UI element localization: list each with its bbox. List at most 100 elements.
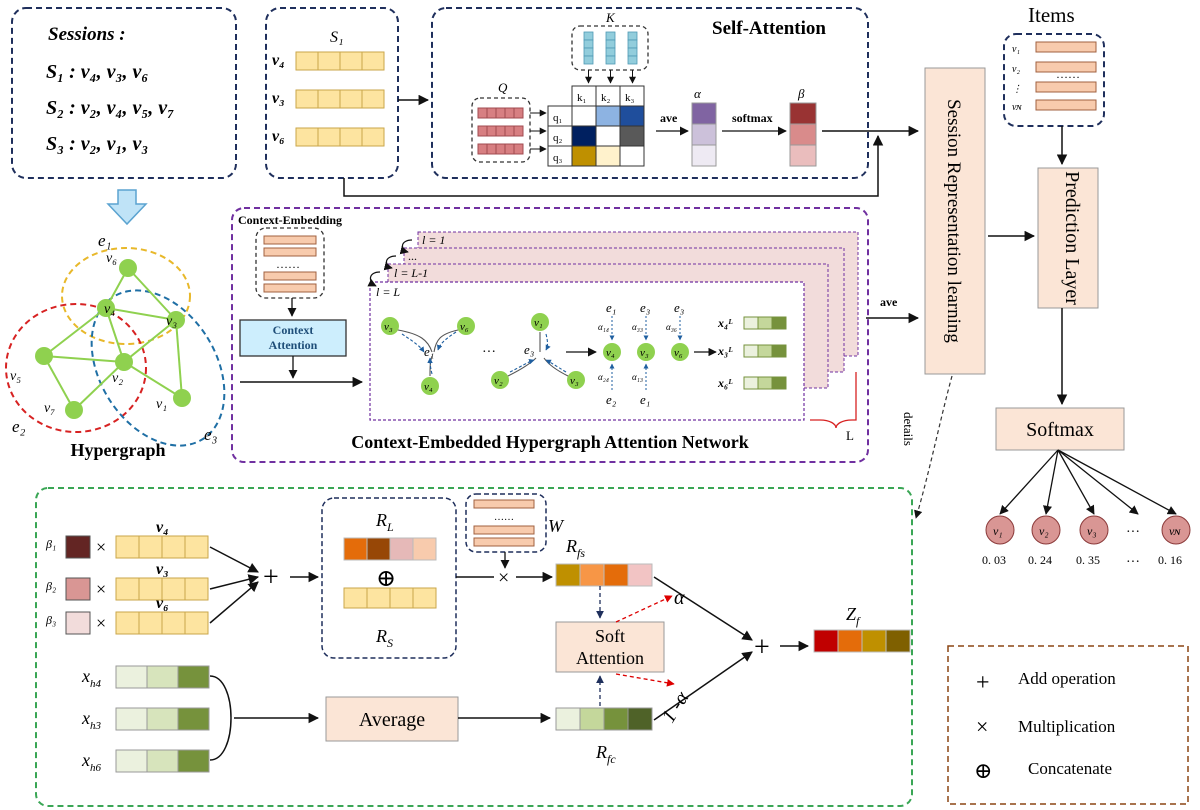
graph-edge-7 — [123, 361, 183, 399]
alpha-cell-0 — [691, 102, 717, 125]
item-vector-1 — [1035, 61, 1097, 73]
hyperedge-label-e2: e₂ — [12, 417, 26, 436]
gnn-agg-top-edge-2: e₃ — [674, 300, 684, 315]
s1-title: S₁ — [330, 29, 344, 46]
output-node-3 — [1161, 515, 1191, 545]
detail-times: × — [498, 567, 509, 589]
gnn-alpha-bottom-1: α₁₃ — [632, 372, 643, 382]
one-minus-alpha-label: 1 -α — [658, 687, 694, 726]
graph-edge-9 — [73, 361, 125, 411]
layer-count-label: L — [846, 428, 854, 443]
key-vector-0 — [583, 31, 594, 84]
gnn-agg-top-edge-1: e₃ — [640, 300, 650, 315]
rfs-vector-cells — [555, 563, 653, 587]
attn-cell-0-0 — [571, 105, 597, 127]
detail-times-2: × — [96, 613, 106, 633]
s1-row-label-1: v₃ — [272, 90, 285, 107]
gnn-agg-top-edge-0: e₁ — [606, 300, 616, 315]
graph-node-label-v7: v₇ — [44, 401, 55, 416]
output-value-2: 0. 35 — [1076, 553, 1100, 567]
gnn-dots: ··· — [482, 345, 496, 360]
layer-label-lm1: l = L-1 — [394, 266, 428, 280]
graph-node-v6 — [119, 259, 137, 277]
item-label-0: v₁ — [1012, 44, 1020, 55]
output-value-1: 0. 24 — [1028, 553, 1052, 567]
gnn-agg-node-0 — [603, 343, 621, 361]
session-s2: S₂ : v₂, v₄, v₅, v₇ — [46, 97, 174, 119]
legend-add-label: Add operation — [1018, 669, 1116, 688]
context-vector-2 — [263, 271, 317, 281]
gnn-output-vector-1 — [743, 344, 787, 358]
gnn-output-vector-2 — [743, 376, 787, 390]
context-dots: …… — [276, 257, 300, 271]
graph-node-label-v2: v₂ — [112, 371, 123, 386]
alpha-cell-1 — [691, 123, 717, 146]
detail-vector-label-1: v₃ — [156, 561, 169, 578]
soft-attention-box — [555, 621, 665, 673]
rl-vector-cells — [343, 537, 437, 561]
average-label: Average — [359, 709, 425, 731]
s1-vector-0 — [295, 51, 385, 71]
items-dots: …… — [1056, 67, 1080, 81]
detail-times-0: × — [96, 537, 106, 557]
graph-node-label-v6: v₆ — [106, 251, 117, 266]
graph-node-label-v1: v₁ — [156, 397, 167, 412]
xh-vector-0 — [115, 665, 210, 689]
rl-label: RL — [375, 510, 394, 534]
prediction-layer-box: Prediction Layer — [1037, 167, 1099, 309]
w-label: W — [548, 516, 565, 536]
legend-mul-label: Multiplication — [1018, 717, 1116, 736]
gnn-output-label-2: x₆ᴸ — [717, 376, 733, 390]
sa-ave-label: ave — [660, 111, 678, 125]
attn-cell-1-1 — [595, 125, 621, 147]
w-vector-0 — [473, 499, 535, 509]
graph-edge-6 — [175, 319, 183, 399]
session-s1: S₁ : v₄, v₃, v₆ — [46, 61, 148, 83]
context-hypergraph-panel: Context-Embedding …… Context Attention l… — [231, 207, 920, 463]
session-representation-box: Session Representation learning — [924, 67, 986, 375]
details-label: details — [901, 412, 916, 446]
oplus-symbol: ⊕ — [376, 566, 396, 592]
session-representation-label: Session Representation learning — [943, 99, 964, 343]
layer-label-dots: ... — [408, 249, 417, 263]
beta-cell-2 — [789, 144, 817, 167]
legend: + Add operation × Multiplication ⊕ Conca… — [947, 645, 1189, 805]
hyperedge-label-e3: e₃ — [204, 425, 218, 444]
s1-vector-1 — [295, 89, 385, 109]
gnn-agg-node-1 — [637, 343, 655, 361]
beta-label: β — [797, 86, 805, 101]
legend-add-symbol: + — [976, 670, 990, 696]
key-vector-2 — [627, 31, 638, 84]
detail-vector-label-0: v₄ — [156, 519, 169, 536]
gnn-agg-node-1-label: v₃ — [640, 347, 649, 359]
output-node-2 — [1079, 515, 1109, 545]
item-label-1: v₂ — [1012, 64, 1020, 75]
graph-node-label-v4: v₄ — [104, 302, 115, 317]
gnn-agg-bottom-edge-1: e₁ — [640, 392, 650, 407]
xh-label-0: xh4 — [81, 666, 102, 690]
w-vector-2 — [473, 537, 535, 547]
query-label-1: q₂ — [553, 132, 563, 144]
key-vector-1 — [605, 31, 616, 84]
query-vector-1 — [477, 125, 524, 137]
output-dots: ··· — [1126, 525, 1140, 540]
graph-node-v1 — [173, 389, 191, 407]
gnn-agg-node-2-label: v₆ — [674, 347, 683, 359]
query-vector-0 — [477, 107, 524, 119]
sessions-title: Sessions : — [48, 24, 126, 45]
gnn-output-label-1: x₃ᴸ — [717, 344, 733, 358]
detail-times-1: × — [96, 579, 106, 599]
gnn-alpha-top-0: α₁₄ — [598, 322, 609, 332]
context-attention-box — [239, 319, 347, 357]
xh-label-1: xh3 — [81, 708, 102, 732]
zf-label: Zf — [846, 604, 861, 628]
gnn-right-node-v2 — [491, 371, 509, 389]
gnn-output-vector-0 — [743, 316, 787, 330]
key-label-0: k₁ — [577, 92, 587, 104]
gnn-left-node-v3-label: v₃ — [384, 321, 393, 333]
layer-label-1: l = 1 — [422, 233, 445, 247]
alpha-label: α — [694, 86, 702, 101]
